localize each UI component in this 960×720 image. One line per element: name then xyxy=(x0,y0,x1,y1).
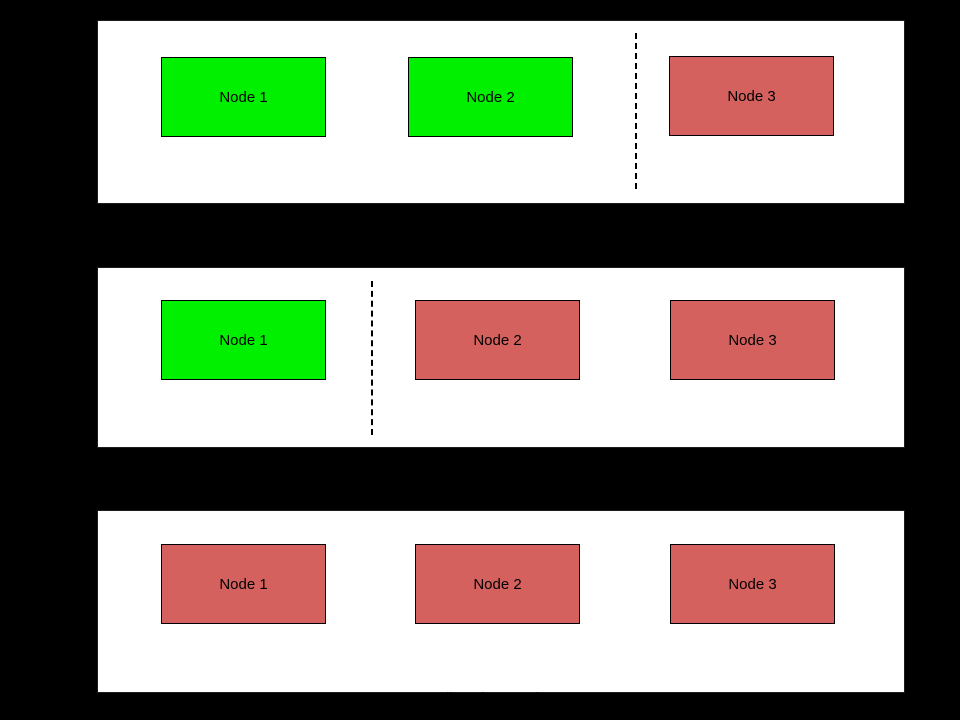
node-3-box: Node 3 xyxy=(670,544,835,624)
node-1-label: Node 1 xyxy=(219,88,268,106)
node-3-label: Node 3 xyxy=(728,575,777,593)
node-2-box: Node 2 xyxy=(415,300,580,380)
node-1-label: Node 1 xyxy=(219,331,268,349)
caption-line-1: Two out of 3 nodes are up xyxy=(414,202,588,219)
scenario-panel-all-nodes-down: Node 1 Node 2 Node 3 All Nodes are down … xyxy=(97,510,905,707)
partition-divider xyxy=(635,33,637,189)
node-2-box: Node 2 xyxy=(408,57,573,137)
node-3-label: Node 3 xyxy=(727,87,776,105)
node-2-label: Node 2 xyxy=(473,331,522,349)
scenario-panel-two-nodes-down: Node 1 Node 2 Node 3 Two out of 3 nodes … xyxy=(97,267,905,529)
caption-line-1: All Nodes are down xyxy=(435,690,567,707)
node-1-box: Node 1 xyxy=(161,544,326,624)
node-2-box: Node 2 xyxy=(415,544,580,624)
node-2-label: Node 2 xyxy=(466,88,515,106)
node-2-label: Node 2 xyxy=(473,575,522,593)
node-3-box: Node 3 xyxy=(670,300,835,380)
node-1-box: Node 1 xyxy=(161,57,326,137)
partition-divider xyxy=(371,281,373,435)
scenario-caption: All Nodes are down Majority Fails & Clus… xyxy=(98,644,904,720)
node-1-box: Node 1 xyxy=(161,300,326,380)
node-3-label: Node 3 xyxy=(728,331,777,349)
caption-line-1: Two out of 3 nodes are down xyxy=(404,446,598,463)
node-1-label: Node 1 xyxy=(219,575,268,593)
scenario-panel-two-nodes-up: Node 1 Node 2 Node 3 Two out of 3 nodes … xyxy=(97,20,905,285)
node-3-box: Node 3 xyxy=(669,56,834,136)
